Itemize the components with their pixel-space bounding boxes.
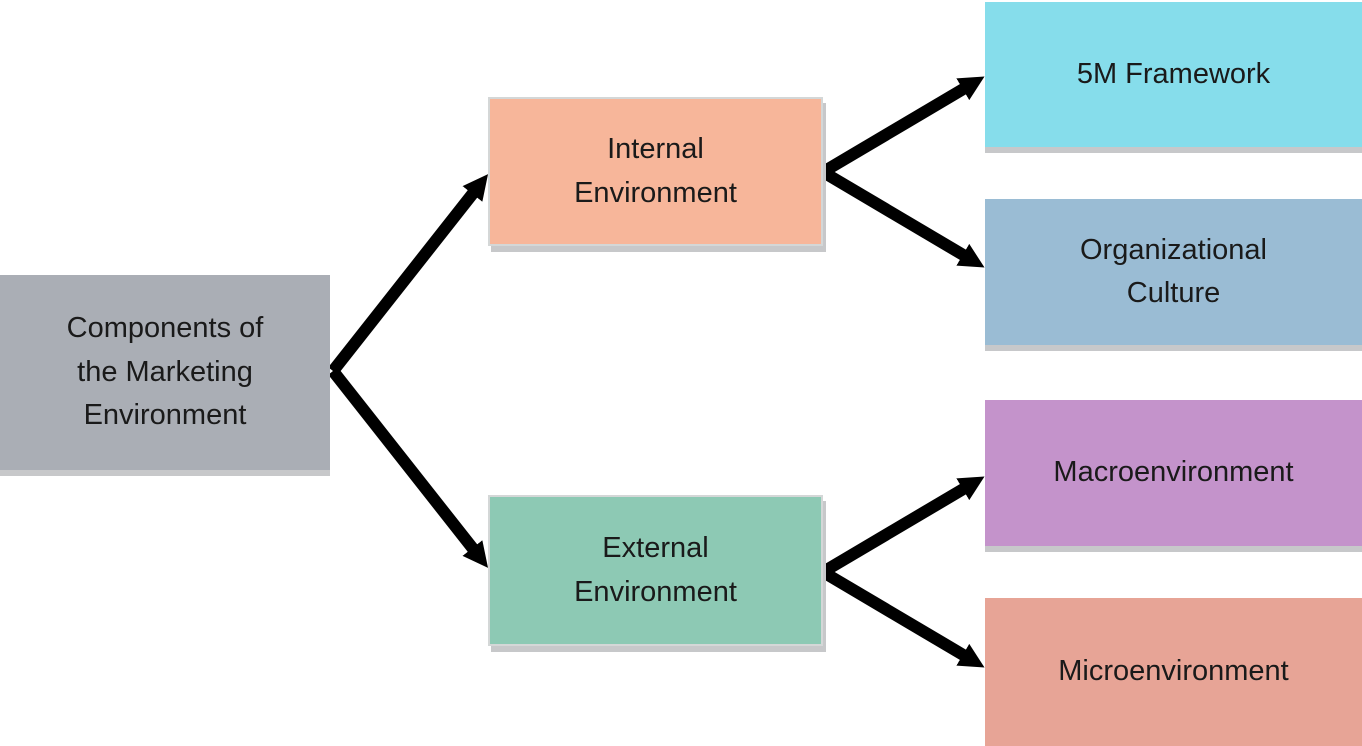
node-label: Internal Environment — [574, 133, 737, 209]
node-label: Organizational Culture — [1080, 233, 1267, 310]
edge-root-internal — [328, 174, 489, 375]
node-internal-environment: Internal Environment — [488, 97, 823, 246]
node-microenvironment: Microenvironment — [985, 598, 1362, 746]
edge-internal-org-culture — [819, 166, 985, 268]
node-label: 5M Framework — [1076, 57, 1271, 90]
node-external-environment: External Environment — [488, 495, 823, 646]
edge-lines — [328, 76, 985, 668]
node-label: Components of the Marketing Environment — [66, 312, 264, 432]
edge-root-external — [328, 367, 489, 568]
node-label: Macroenvironment — [1053, 456, 1294, 489]
node-components-of-marketing-environment: Components of the Marketing Environment — [0, 275, 330, 470]
edge-internal-five-m — [819, 76, 985, 178]
node-macroenvironment: Macroenvironment — [985, 400, 1362, 546]
node-5m-framework: 5M Framework — [985, 2, 1362, 147]
node-organizational-culture: Organizational Culture — [985, 199, 1362, 345]
edge-external-micro — [819, 566, 985, 668]
node-label: External Environment — [574, 532, 737, 608]
node-label: Microenvironment — [1058, 655, 1289, 688]
edge-external-macro — [819, 476, 985, 578]
